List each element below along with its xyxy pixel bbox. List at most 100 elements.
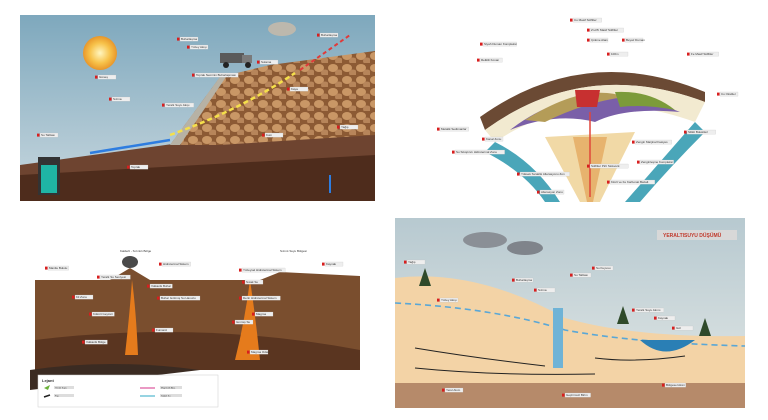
marker-icon [632, 308, 635, 312]
callout-text: Sıcak Su [246, 280, 258, 284]
callout-label: Cu Masif Sülfitler [570, 17, 602, 23]
flow-arrow-2 [414, 367, 596, 375]
callout-text: Buhar Isıtılmış Su Havuzu [161, 296, 196, 300]
marker-icon [82, 340, 85, 344]
sun [83, 36, 117, 70]
callout-text: Volkanik Buhar [151, 284, 171, 288]
callout-text: 100m [611, 52, 619, 56]
callout-label: Geçirimsiz Birim [562, 392, 591, 398]
marker-icon [232, 320, 235, 324]
cloud [268, 22, 296, 36]
marker-icon [672, 326, 675, 330]
callout-label: Kil Zonu [72, 294, 94, 300]
callout-label: Klorit ve Fe Karbonat Bazalt [607, 179, 655, 185]
slope-face [170, 77, 226, 145]
callout-label: Yüzey Akışı [187, 44, 209, 50]
callout-label: Siyah Duman Kompleksi [480, 41, 517, 47]
marker-icon [592, 266, 595, 270]
callout-text: Buharlaşma [181, 37, 197, 41]
marker-icon [687, 52, 690, 56]
callout-text: Su Kuyusu [596, 266, 611, 270]
legend-pill-2 [54, 394, 74, 397]
callout-label: Beyaz Duman [622, 37, 645, 43]
marker-icon [152, 328, 155, 332]
callout-label: Yeraltı Suyu Akımı [632, 307, 664, 313]
callout-label: Cu Oksitler [717, 91, 739, 97]
seepage-arrow [169, 71, 296, 137]
oxide-zone [525, 92, 625, 122]
callout-label: Yeraltı Suyu Akışı [162, 102, 194, 108]
callout-label: Yağış [404, 259, 426, 265]
callout-text: Sızma [113, 97, 122, 101]
marker-icon [257, 60, 260, 64]
marker-icon [684, 130, 687, 134]
marker-icon [162, 103, 165, 107]
marker-icon [607, 180, 610, 184]
callout-text: Cu Oksitler [721, 92, 736, 96]
marker-icon [662, 383, 665, 387]
callout-label: Yüzey Akışı [437, 297, 459, 303]
callout-label: Alterasyon Zonu [537, 189, 565, 195]
deep-crust [35, 332, 360, 370]
callout-text: Toprak [131, 165, 141, 169]
evap-arrow [299, 34, 351, 71]
marker-icon [587, 164, 590, 168]
black-smoker [575, 90, 600, 107]
legend-fault-icon [43, 394, 51, 398]
callout-text: Silikit Boksitleri [688, 130, 708, 134]
callout-text: Isınmış Su [236, 320, 251, 324]
marker-icon [247, 350, 250, 354]
marker-icon [337, 125, 340, 129]
legend-pill-3 [160, 386, 182, 389]
marker-icon [45, 266, 48, 270]
callout-text: Kaynak [658, 316, 669, 320]
marker-icon [147, 284, 150, 288]
callout-label: Zengin Marjinal Fasiyes [632, 139, 672, 145]
water-well [553, 308, 563, 368]
callout-text: Yeraltı Suyu Akımı [636, 308, 661, 312]
callout-text: Beyaz Duman [626, 38, 645, 42]
marker-icon [242, 280, 245, 284]
marker-icon [442, 388, 445, 392]
callout-label: Sulama [257, 59, 279, 65]
legend-item-1: Yeraltı Suyu [55, 387, 67, 390]
callout-text: Yerel Akım [446, 388, 461, 392]
marker-icon [437, 298, 440, 302]
callout-label: Su Kuyusu [592, 265, 614, 271]
callout-text: Volkanik Bölge [86, 340, 106, 344]
runoff-arrow [89, 138, 171, 155]
marker-icon [127, 165, 130, 169]
callout-text: Zn-Pb Masif Sülfitler [591, 28, 618, 32]
callout-label: Yeraltı Su Seviyesi [97, 274, 131, 280]
callout-label: Kaynak [654, 315, 676, 321]
aquifer [395, 276, 745, 408]
marker-icon [404, 260, 407, 264]
legend-pill-1 [54, 386, 74, 389]
callout-text: Su Tablası [574, 273, 588, 277]
marker-icon [262, 133, 265, 137]
callout-text: Alterasyon Zonu [541, 190, 563, 194]
callout-text: Yüksek Sıcaklık Alterasyonu Zon [521, 172, 565, 176]
tree-3 [699, 318, 711, 336]
marker-icon [517, 172, 520, 176]
callout-label: Isınmış Su [232, 319, 254, 325]
marker-icon [637, 160, 640, 164]
callout-label: Derin Hidrotermal Sistem [239, 295, 281, 301]
marker-icon [587, 38, 590, 42]
outer-crust [480, 72, 705, 130]
tree-2 [617, 306, 629, 324]
callout-text: Fumarol [156, 328, 167, 332]
marker-icon [632, 140, 635, 144]
marker-icon [477, 58, 480, 62]
callout-label: Güneş [95, 74, 117, 80]
sump-water [41, 165, 57, 193]
callout-text: Magma [256, 312, 266, 316]
callout-label: Fe Masif Sülfitler [687, 51, 719, 57]
callout-label: Su Tablası [570, 272, 592, 278]
callout-text: Metalik Sedimanlar [441, 127, 467, 131]
